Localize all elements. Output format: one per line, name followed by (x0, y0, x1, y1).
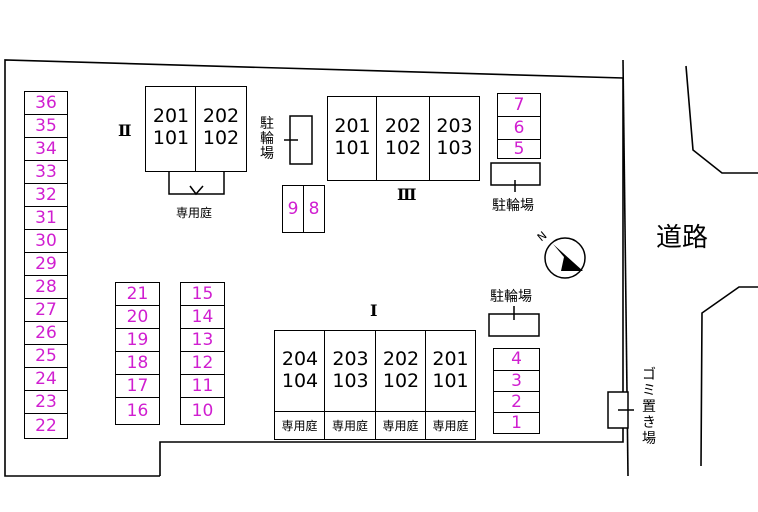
parking-stall-29: 29 (24, 252, 68, 276)
unit-lower: 103 (332, 370, 369, 392)
unit-divider (375, 331, 376, 411)
unit-204-104: 204 104 (275, 348, 325, 392)
unit-lower: 101 (432, 370, 469, 392)
building-2-garden-label: 専用庭 (176, 206, 213, 220)
building-2-label: Ⅱ (118, 121, 132, 140)
parking-stall-26: 26 (24, 321, 68, 345)
unit-divider (324, 331, 325, 411)
unit-divider (425, 331, 426, 411)
bicycle-parking-label-vertical: 駐輪場 (260, 116, 274, 162)
parking-stall-9: 9 (282, 185, 304, 233)
garbage-area-label: ゴミ置き場 (642, 367, 656, 447)
parking-stall-19: 19 (115, 328, 160, 352)
unit-201-101: 201 101 (146, 105, 196, 149)
parking-stall-8: 8 (303, 185, 325, 233)
unit-upper: 203 (332, 348, 369, 370)
unit-lower: 102 (202, 127, 240, 149)
parking-stall-22: 22 (24, 413, 68, 439)
unit-lower: 101 (334, 137, 371, 159)
unit-upper: 202 (202, 105, 240, 127)
parking-stall-23: 23 (24, 390, 68, 414)
private-garden: 専用庭 (425, 411, 476, 440)
parking-stall-12: 12 (180, 351, 225, 375)
parking-stall-36: 36 (24, 91, 68, 115)
unit-upper: 202 (382, 348, 420, 370)
parking-stall-35: 35 (24, 114, 68, 138)
parking-stall-14: 14 (180, 305, 225, 329)
bicycle-parking-label-top: 駐輪場 (492, 198, 534, 214)
unit-divider (429, 97, 430, 180)
parking-stall-5: 5 (497, 139, 541, 159)
building-1-label: Ⅰ (370, 301, 378, 320)
road-label: 道路 (656, 223, 709, 253)
unit-202-102: 202 102 (196, 105, 246, 149)
building-1: 204 104 203 103 202 102 201 101 専用庭 専用庭 … (274, 330, 476, 440)
unit-lower: 102 (382, 370, 420, 392)
parking-stall-33: 33 (24, 160, 68, 184)
parking-stall-3: 3 (493, 370, 540, 392)
unit-divider (195, 87, 196, 171)
parking-stall-31: 31 (24, 206, 68, 230)
parking-stall-25: 25 (24, 344, 68, 368)
unit-202-102: 202 102 (376, 348, 426, 392)
parking-stall-17: 17 (115, 374, 160, 398)
unit-201-101: 201 101 (328, 115, 377, 159)
parking-stall-6: 6 (497, 116, 541, 140)
private-garden: 専用庭 (324, 411, 376, 440)
parking-stall-24: 24 (24, 367, 68, 391)
unit-lower: 101 (152, 127, 190, 149)
parking-stall-34: 34 (24, 137, 68, 161)
parking-stall-2: 2 (493, 391, 540, 413)
parking-stall-15: 15 (180, 282, 225, 306)
unit-upper: 204 (281, 348, 319, 370)
unit-203-103: 203 103 (325, 348, 376, 392)
parking-stall-11: 11 (180, 374, 225, 398)
private-garden: 専用庭 (274, 411, 325, 440)
parking-stall-18: 18 (115, 351, 160, 375)
parking-stall-32: 32 (24, 183, 68, 207)
unit-201-101: 201 101 (426, 348, 475, 392)
parking-stall-21: 21 (115, 282, 160, 306)
unit-upper: 201 (152, 105, 190, 127)
parking-stall-4: 4 (493, 348, 540, 371)
bicycle-parking-label-mid: 駐輪場 (490, 289, 532, 305)
unit-divider (376, 97, 377, 180)
unit-203-103: 203 103 (430, 115, 479, 159)
unit-upper: 202 (384, 115, 422, 137)
unit-lower: 103 (436, 137, 473, 159)
building-3-label: Ⅲ (397, 185, 417, 204)
parking-stall-13: 13 (180, 328, 225, 352)
building-2: 201 101 202 102 (145, 86, 247, 172)
parking-stall-10: 10 (180, 397, 225, 425)
parking-stall-27: 27 (24, 298, 68, 322)
unit-202-102: 202 102 (377, 115, 429, 159)
private-garden: 専用庭 (375, 411, 426, 440)
parking-stall-28: 28 (24, 275, 68, 299)
parking-stall-20: 20 (115, 305, 160, 329)
building-3: 201 101 202 102 203 103 (327, 96, 480, 181)
unit-upper: 201 (334, 115, 371, 137)
parking-stall-16: 16 (115, 397, 160, 425)
parking-stall-30: 30 (24, 229, 68, 253)
parking-stall-1: 1 (493, 412, 540, 434)
unit-upper: 201 (432, 348, 469, 370)
unit-lower: 102 (384, 137, 422, 159)
unit-upper: 203 (436, 115, 473, 137)
unit-lower: 104 (281, 370, 319, 392)
parking-stall-7: 7 (497, 93, 541, 117)
